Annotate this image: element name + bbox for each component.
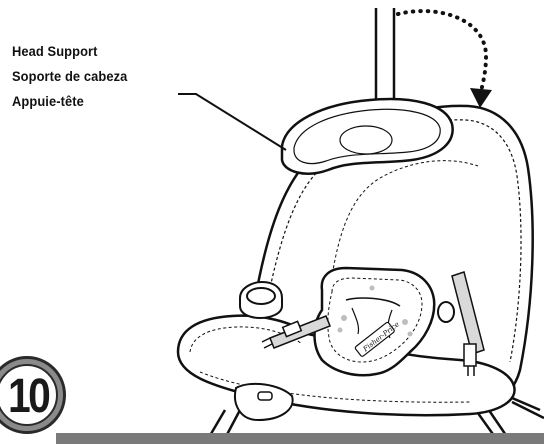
side-release-button (438, 302, 454, 322)
head-support-label-fr: Appuie-tête (12, 90, 196, 112)
page-footer-bar (56, 433, 544, 444)
front-button (258, 392, 272, 400)
step-number: 10 (8, 366, 52, 428)
dotted-curved-arrow-icon (398, 11, 492, 108)
seat-front-lip (235, 384, 293, 420)
callout-labels: Head Support Soporte de cabeza Appuie-tê… (12, 40, 212, 112)
head-support-label-en: Head Support (12, 40, 196, 62)
cup-holder (240, 282, 282, 318)
head-support-label-es: Soporte de cabeza (12, 65, 196, 87)
